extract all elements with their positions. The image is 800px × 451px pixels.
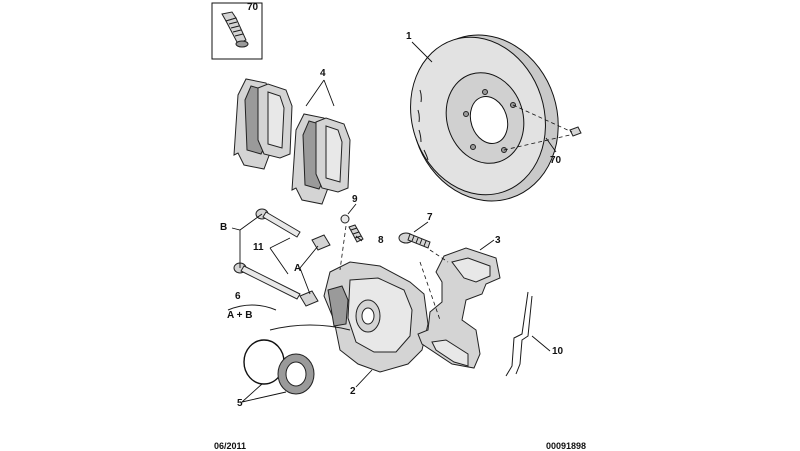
- footer-date: 06/2011: [214, 441, 247, 451]
- ref-10: 10: [552, 346, 564, 357]
- ref-8: 8: [378, 235, 384, 246]
- ref-70-disc: 70: [550, 155, 562, 166]
- ref-70-box: 70: [247, 2, 259, 13]
- ref-B: B: [220, 222, 228, 233]
- screw-box-70: [211, 2, 263, 60]
- ref-5: 5: [237, 398, 243, 409]
- ref-11: 11: [253, 242, 264, 253]
- brake-pads: [233, 78, 351, 205]
- spring-clip: [505, 291, 533, 377]
- ref-6: 6: [235, 291, 241, 302]
- brake-disc: [410, 34, 559, 202]
- ref-1: 1: [406, 31, 412, 42]
- piston-seal: [243, 339, 315, 395]
- caliper-bracket: [417, 247, 501, 369]
- ref-4: 4: [320, 68, 326, 79]
- ref-A-plus-B: A + B: [227, 310, 253, 321]
- bleeder-screw: [340, 214, 364, 243]
- ref-A: A: [294, 263, 302, 274]
- ref-9: 9: [352, 194, 358, 205]
- ref-2: 2: [350, 386, 356, 397]
- disc-screw-70: [503, 104, 582, 151]
- brake-caliper: [323, 261, 429, 373]
- bolt-7: [398, 232, 431, 249]
- ref-3: 3: [495, 235, 501, 246]
- footer-code: 00091898: [546, 441, 587, 451]
- screw-icon: [221, 11, 249, 48]
- ref-7: 7: [427, 212, 433, 223]
